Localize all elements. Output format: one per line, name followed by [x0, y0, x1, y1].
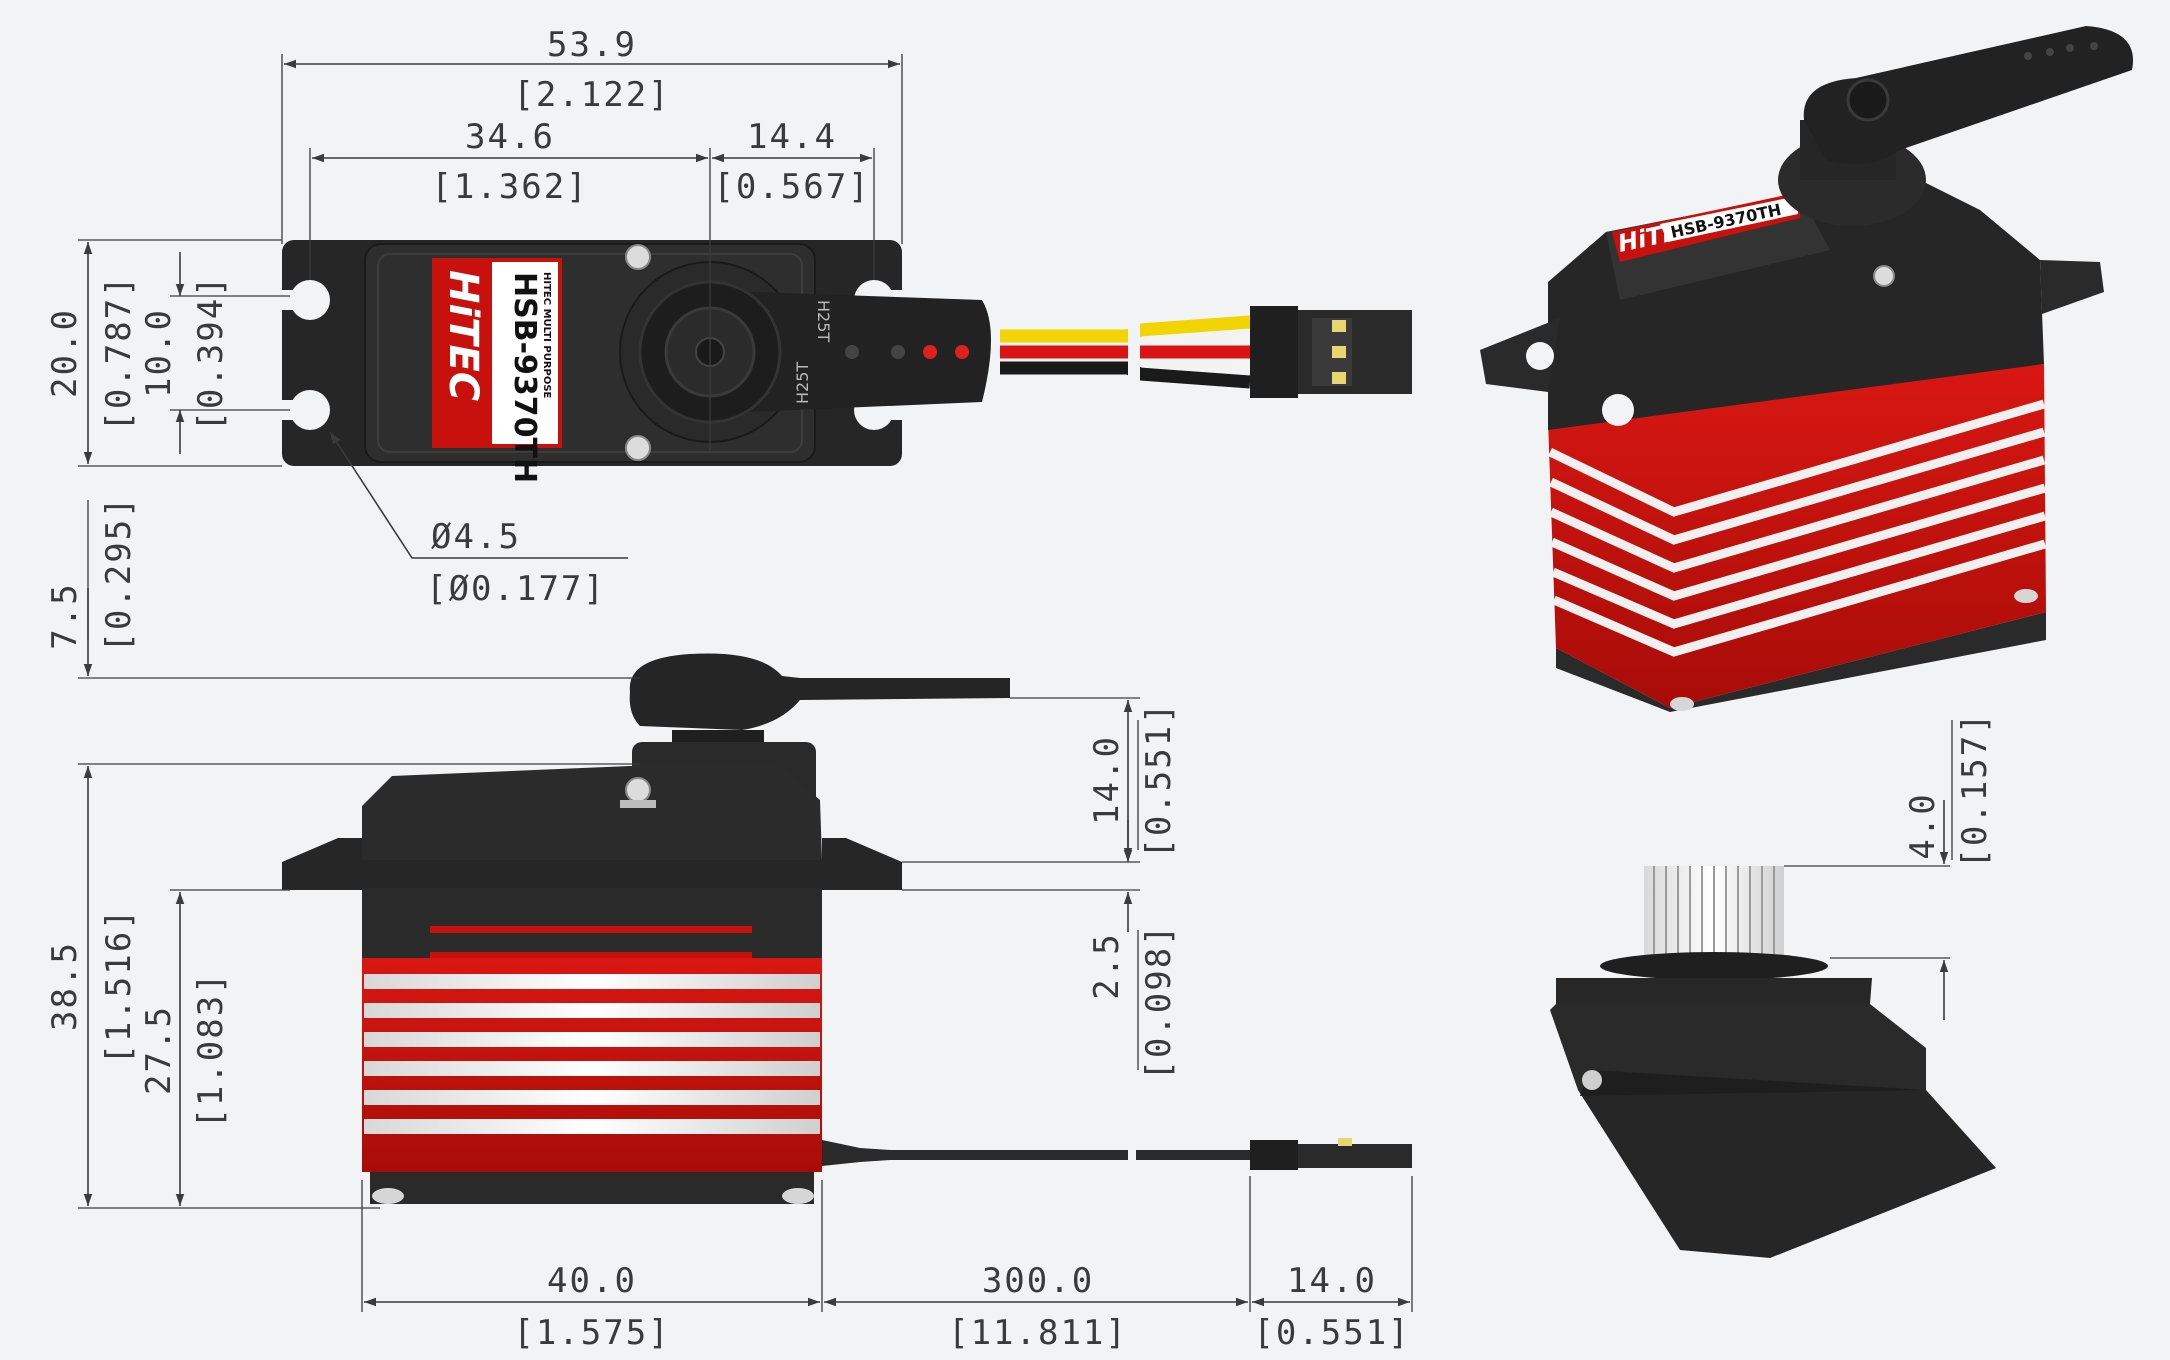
dim-half-width-in: [0.394] [191, 274, 231, 431]
dim-wire-length-in: [11.811] [948, 1313, 1128, 1353]
isometric-fins [1548, 399, 2047, 657]
dim-flange-thickness-in: [0.098] [1139, 923, 1179, 1080]
dim-top-to-flange-mm: 14.0 [1087, 735, 1127, 825]
dim-half-width-mm: 10.0 [139, 308, 179, 398]
subtitle-label: HITEC MULTI PURPOSE [541, 272, 552, 399]
horn-label-top: H25T [814, 300, 833, 342]
dim-width-in: [0.787] [99, 274, 139, 431]
dim-mount-hole-in: [Ø0.177] [426, 569, 606, 609]
dim-flange-thickness-mm: 2.5 [1087, 932, 1127, 999]
dim-connector-length-mm: 14.0 [1287, 1261, 1377, 1301]
servo-horn-side [629, 653, 1010, 730]
dim-body-length-in: [1.575] [513, 1313, 670, 1353]
dim-shaft-to-end-mm: 14.4 [747, 117, 837, 157]
dim-spline-height-mm: 4.0 [1903, 792, 1943, 859]
dim-top-to-flange-in: [0.551] [1139, 701, 1179, 858]
bottom-feet [372, 1188, 814, 1204]
model-label: HSB-9370TH [507, 272, 542, 483]
dim-flange-height-in: [1.083] [191, 971, 231, 1128]
dim-body-height-in: [1.516] [99, 907, 139, 1064]
dim-body-height-mm: 38.5 [45, 941, 85, 1031]
dim-spline-height-in: [0.157] [1955, 711, 1995, 868]
dim-horn-height-mm: 7.5 [45, 582, 85, 649]
servo-wires-top [1000, 315, 1251, 390]
isometric-horn [1803, 26, 2134, 165]
dim-wire-length-mm: 300.0 [982, 1261, 1094, 1301]
dim-overall-length-mm: 53.9 [547, 25, 637, 65]
dim-hole-to-shaft-in: [1.362] [431, 167, 588, 207]
product-label: HiTEC HSB-9370TH HITEC MULTI PURPOSE [432, 258, 562, 483]
horn-label-bottom: H25T [793, 362, 812, 404]
dim-horn-height-in: [0.295] [99, 495, 139, 652]
dimension-labels: 53.9 [2.122] 34.6 [1.362] 14.4 [0.567] 2… [45, 25, 1995, 1353]
dim-overall-length-in: [2.122] [513, 75, 670, 115]
connector-side [1250, 1138, 1412, 1170]
top-view: HiTEC HSB-9370TH HITEC MULTI PURPOSE H25… [282, 240, 1412, 483]
dim-hole-to-shaft-mm: 34.6 [465, 117, 555, 157]
side-view [282, 653, 1412, 1204]
spline-detail-view [1550, 866, 1996, 1258]
case-screws [625, 244, 651, 461]
isometric-view: HiTEC HSB-9370TH [1480, 26, 2134, 712]
heatsink-fins [364, 974, 820, 1134]
dimension-lines [78, 54, 1953, 1312]
dim-mount-hole-mm: Ø4.5 [431, 517, 521, 557]
dim-width-mm: 20.0 [45, 308, 85, 398]
brand-logo: HiTEC [440, 270, 486, 401]
dim-connector-length-in: [0.551] [1253, 1313, 1410, 1353]
connector-top [1250, 306, 1412, 398]
dim-body-length-mm: 40.0 [547, 1261, 637, 1301]
dim-flange-height-mm: 27.5 [139, 1005, 179, 1095]
dim-shaft-to-end-in: [0.567] [713, 167, 870, 207]
